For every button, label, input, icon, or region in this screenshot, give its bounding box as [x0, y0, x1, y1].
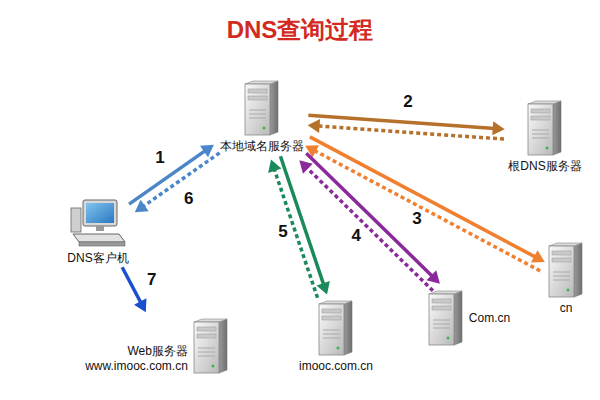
arrow-line: [122, 267, 141, 303]
query-arrow: [129, 145, 214, 204]
server-icon: [546, 242, 586, 298]
node-label: 本地域名服务器: [220, 139, 304, 154]
diagram-title: DNS查询过程: [0, 14, 600, 46]
step-number: 4: [350, 227, 363, 245]
arrow-head: [531, 250, 545, 262]
node-label: Com.cn: [469, 311, 510, 326]
server-node: 根DNS服务器: [508, 100, 581, 174]
step-number: 3: [410, 210, 423, 228]
node-label: www.imooc.com.cn: [85, 359, 188, 374]
node-label: 根DNS服务器: [508, 159, 581, 174]
step-number: 5: [276, 223, 289, 241]
node-label: imooc.com.cn: [299, 359, 373, 374]
step-number: 6: [182, 190, 195, 208]
node-label: cn: [560, 301, 573, 316]
step-number: 7: [145, 271, 158, 289]
arrow-line: [274, 169, 317, 298]
query-arrow: [310, 137, 545, 263]
server-icon: [525, 100, 565, 156]
arrow-head: [135, 200, 149, 213]
query-arrow: [306, 153, 440, 283]
arrow-head: [426, 270, 439, 283]
arrow-head: [134, 298, 146, 312]
arrow-line: [306, 153, 433, 276]
computer-icon: [69, 198, 127, 248]
arrow-head: [299, 160, 312, 173]
server-icon: [426, 290, 466, 346]
arrow-line: [310, 137, 536, 257]
server-node: Web服务器www.imooc.com.cn: [85, 318, 231, 374]
arrow-head: [268, 159, 281, 173]
query-arrow: [308, 119, 504, 139]
arrow-line: [314, 150, 540, 270]
server-node: DNS客户机: [67, 198, 128, 266]
query-arrow: [268, 159, 317, 297]
node-label: Web服务器: [127, 344, 187, 359]
server-node: 本地域名服务器: [220, 80, 304, 154]
arrow-line: [318, 126, 504, 139]
query-arrow: [305, 145, 540, 271]
arrow-head: [200, 145, 214, 158]
query-arrow: [122, 267, 146, 312]
server-node: imooc.com.cn: [299, 300, 373, 374]
server-icon: [191, 318, 231, 374]
arrow-head: [492, 121, 504, 135]
server-icon: [242, 80, 282, 136]
query-arrow: [135, 153, 220, 212]
arrow-head: [317, 281, 330, 295]
query-arrow: [308, 115, 504, 135]
server-icon: [316, 300, 356, 356]
step-number: 2: [401, 93, 414, 111]
node-label: DNS客户机: [67, 251, 128, 266]
arrow-head: [308, 119, 320, 133]
server-node: Com.cn: [426, 290, 510, 346]
arrow-line: [306, 167, 433, 290]
arrow-line: [280, 156, 323, 285]
server-node: cn: [546, 242, 586, 316]
step-number: 1: [153, 149, 166, 167]
